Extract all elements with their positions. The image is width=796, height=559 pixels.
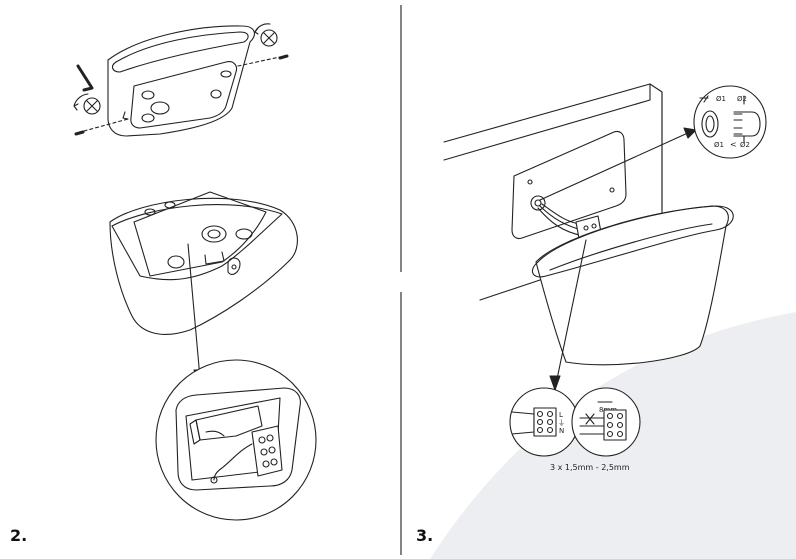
plate-hole (167, 255, 185, 269)
diameter-detail-circle: Ø1 Ø2 Ø1 < Ø2 (693, 85, 767, 159)
wall (443, 83, 663, 301)
terminal-label-earth: ⏚ (558, 419, 565, 427)
screw-right (237, 54, 289, 67)
terminal-label-neutral: N (559, 427, 564, 435)
step-3-label: 3. (416, 526, 434, 545)
plate-hole (220, 70, 232, 78)
plate-hole (235, 228, 253, 240)
plate-hole (207, 229, 221, 239)
step2-panel (73, 23, 317, 521)
lamp-body (531, 205, 734, 366)
cable-spec-label: 3 x 1,5mm - 2,5mm (550, 463, 630, 472)
cross-mark-icon (585, 413, 595, 425)
plate-hole (150, 101, 170, 115)
label-d1-bottom: Ø1 (714, 141, 724, 149)
plate-hole (210, 89, 222, 99)
plate-hole (141, 113, 155, 123)
plate-hole (164, 201, 176, 209)
mounting-plate (130, 61, 238, 129)
wall-mounting-plate (511, 130, 627, 240)
wiring-detail-circle (155, 359, 317, 521)
screwdriver-rotate-icon (73, 93, 101, 115)
terminal-detail-right: 8mm (571, 387, 641, 457)
terminal-block (251, 425, 283, 477)
lamp-back-view (107, 25, 255, 137)
arrow-icon (539, 127, 697, 201)
plate-hole (141, 90, 155, 100)
screwdriver-rotate-icon (254, 23, 278, 47)
plate-hole (144, 208, 156, 216)
step-2-label: 2. (10, 526, 28, 545)
label-d2-bottom: Ø2 (740, 141, 750, 149)
label-d1-top: Ø1 (716, 95, 726, 103)
terminal-label-live: L (559, 411, 563, 419)
lamp-open-view (109, 191, 298, 335)
arrow-icon (549, 239, 587, 391)
allen-key-icon (76, 64, 94, 92)
label-compare: < (730, 140, 737, 149)
label-d2-top: Ø2 (737, 95, 747, 103)
plate-hole (201, 225, 227, 243)
step3-panel: Ø1 Ø2 Ø1 < Ø2 L ⏚ N 8mm (443, 83, 767, 472)
screw-left (74, 118, 129, 136)
terminal-detail-left: L ⏚ N (509, 387, 579, 457)
